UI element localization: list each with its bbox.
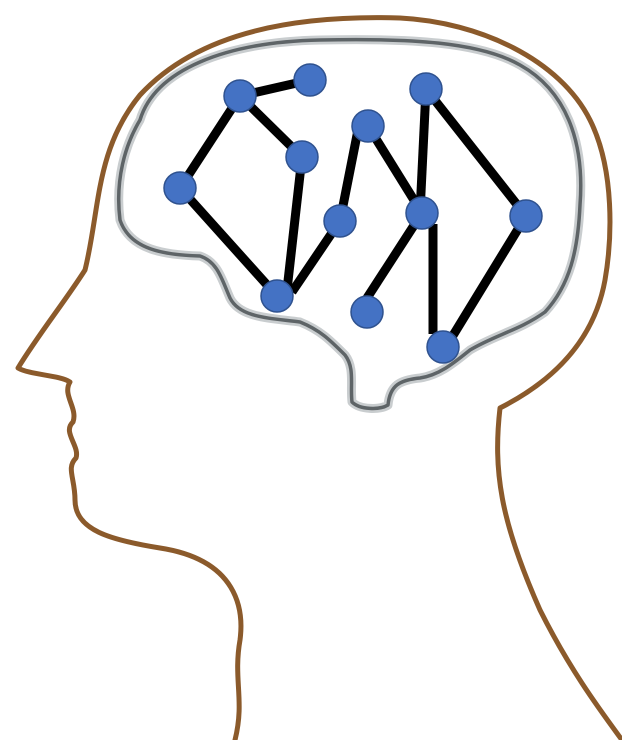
- network-node: [164, 172, 196, 204]
- network-node: [224, 80, 256, 112]
- network-node: [352, 110, 384, 142]
- network-edge: [449, 216, 526, 342]
- network-node: [427, 331, 459, 363]
- network-edge: [426, 89, 526, 216]
- network-node: [406, 197, 438, 229]
- network-node: [294, 64, 326, 96]
- head-outline: [18, 18, 622, 740]
- network-node: [286, 141, 318, 173]
- network-node: [410, 73, 442, 105]
- network-nodes: [164, 64, 542, 363]
- network-edge: [287, 157, 302, 290]
- network-node: [261, 280, 293, 312]
- network-node: [324, 205, 356, 237]
- network-edge: [420, 89, 426, 213]
- network-node: [351, 296, 383, 328]
- network-edge: [180, 188, 277, 296]
- network-node: [510, 200, 542, 232]
